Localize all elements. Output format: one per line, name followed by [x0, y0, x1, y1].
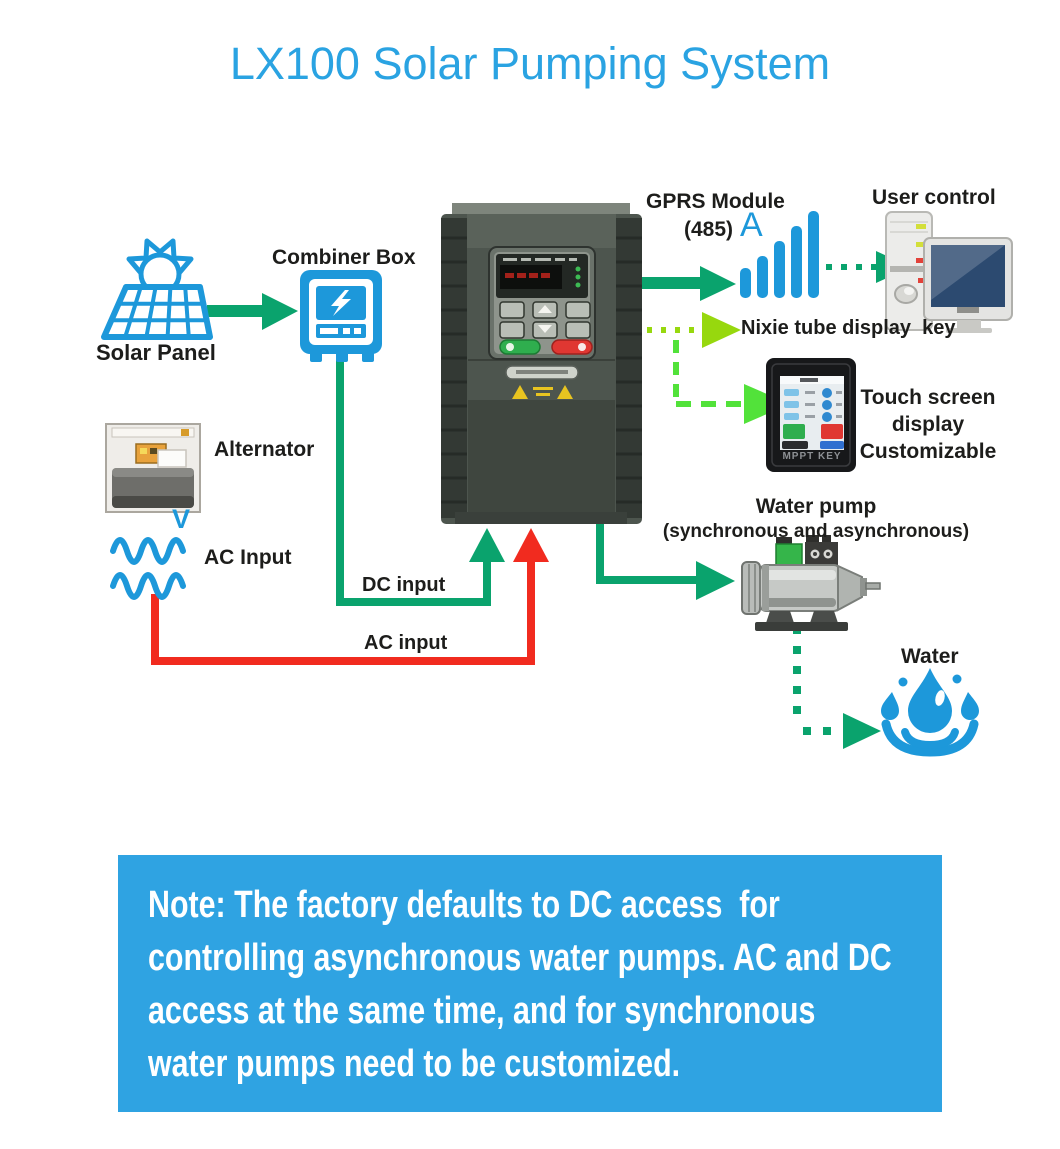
water-drop-icon — [881, 668, 979, 757]
solar-panel-icon — [101, 238, 213, 340]
note-line-1-rest: The factory defaults to DC access for — [225, 884, 780, 926]
touch-screen-label-line1: Touch screen — [860, 386, 996, 409]
arrow-solar-to-combiner — [207, 293, 298, 330]
arrow-inverter-to-gprs — [642, 266, 736, 301]
user-control-label: User control — [872, 186, 996, 209]
note-prefix: Note: — [148, 884, 226, 926]
solar-panel-label: Solar Panel — [96, 340, 216, 365]
water-pump-icon — [741, 535, 881, 631]
water-pump-label-line2: (synchronous and asynchronous) — [662, 521, 970, 542]
note-box: Note: The factory defaults to DC access … — [118, 855, 942, 1112]
gprs-signal-bars-icon — [740, 211, 819, 298]
note-line-3: access at the same time, and for synchro… — [148, 990, 816, 1032]
dc-line-combiner-to-inverter — [336, 360, 505, 606]
nixie-tube-label: Nixie tube display key — [741, 317, 956, 339]
antenna-mark: A — [740, 206, 763, 244]
gprs-module-label: GPRS Module — [646, 190, 785, 213]
note-line-2: controlling asynchronous water pumps. AC… — [148, 937, 892, 979]
mppt-key-label: MPPT KEY — [782, 451, 842, 462]
ac-line-to-inverter — [151, 528, 549, 665]
alternator-icon — [105, 423, 201, 513]
water-label: Water — [901, 645, 959, 668]
ac-input-label: AC input — [364, 632, 448, 654]
water-pump-label: Water pump (synchronous and asynchronous… — [644, 494, 988, 544]
dotted-arrow-inverter-to-nixie — [647, 312, 741, 348]
note-text: Note: The factory defaults to DC access … — [118, 855, 942, 1091]
ac-sine-waves-icon — [110, 537, 186, 600]
touch-screen-label: Touch screen display Customizable — [850, 384, 1006, 465]
touch-screen-label-line2: display — [891, 413, 965, 436]
page-title: LX100 Solar Pumping System — [229, 38, 831, 89]
ac-input-source-label: AC Input — [204, 546, 292, 569]
inverter-icon — [441, 203, 642, 524]
touch-screen-icon — [766, 358, 856, 472]
dc-input-label: DC input — [362, 574, 446, 596]
touch-screen-label-line3: Customizable — [859, 440, 997, 463]
voltage-mark: V — [172, 504, 191, 534]
combiner-box-label: Combiner Box — [272, 246, 416, 269]
user-control-computer-icon — [885, 211, 1013, 333]
gprs-485-label: (485) — [684, 218, 734, 241]
water-pump-label-line1: Water pump — [755, 495, 877, 518]
combiner-box-icon — [300, 270, 382, 362]
note-line-1: Note: The factory defaults to DC access … — [148, 879, 783, 932]
alternator-label: Alternator — [214, 438, 315, 461]
arrow-inverter-to-pump — [596, 522, 735, 600]
note-line-4: water pumps need to be customized. — [148, 1043, 681, 1085]
dotted-arrow-pump-to-water — [793, 626, 881, 749]
